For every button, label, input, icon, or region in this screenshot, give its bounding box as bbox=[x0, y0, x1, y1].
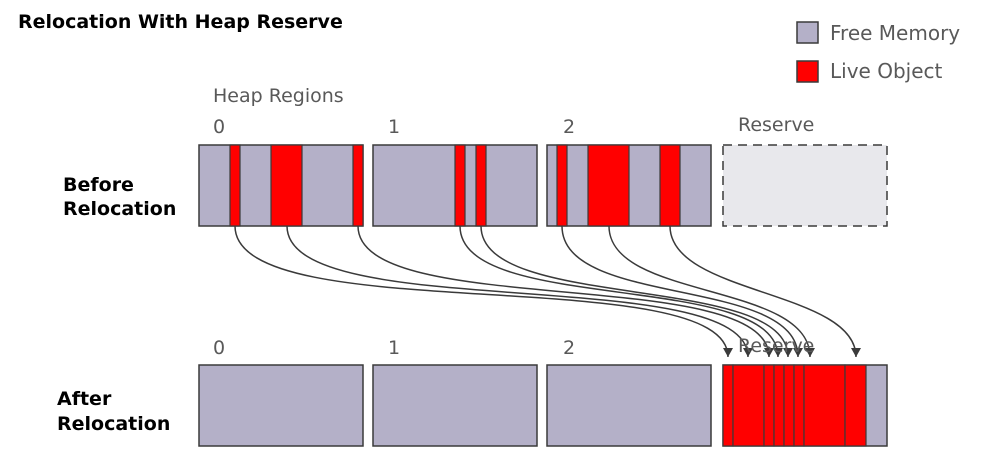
live-object bbox=[763, 364, 775, 447]
relocation-arrow bbox=[234, 225, 733, 358]
row-label-before-line1: Before bbox=[63, 174, 134, 196]
live-object bbox=[352, 144, 364, 227]
heap-regions-label: Heap Regions bbox=[213, 85, 344, 107]
region-number-0-before: 0 bbox=[213, 116, 225, 138]
region-number-1-before: 1 bbox=[388, 116, 400, 138]
heap-region-1-after bbox=[372, 364, 538, 447]
live-object bbox=[556, 144, 568, 227]
live-object bbox=[783, 364, 795, 447]
live-object bbox=[475, 144, 487, 227]
row-label-after-line1: After bbox=[57, 388, 112, 410]
relocation-arrow bbox=[480, 225, 793, 358]
relocation-arrow bbox=[357, 225, 774, 358]
live-object bbox=[722, 364, 734, 447]
heap-region-2-before bbox=[546, 144, 712, 227]
live-object bbox=[229, 144, 241, 227]
legend-swatch-live-object bbox=[796, 60, 819, 83]
row-label-before-line2: Relocation bbox=[63, 198, 176, 220]
heap-region-1-before bbox=[372, 144, 538, 227]
region-number-1-after: 1 bbox=[388, 337, 400, 359]
region-number-0-after: 0 bbox=[213, 337, 225, 359]
live-object bbox=[793, 364, 805, 447]
reserve-region-after bbox=[722, 364, 888, 447]
relocation-arrow bbox=[669, 225, 861, 358]
heap-region-2-after bbox=[546, 364, 712, 447]
row-label-after-line2: Relocation bbox=[57, 413, 170, 435]
reserve-region-before bbox=[722, 144, 888, 227]
live-object bbox=[454, 144, 466, 227]
relocation-arrow bbox=[608, 225, 815, 358]
relocation-arrow bbox=[286, 225, 753, 358]
heap-region-0-after bbox=[198, 364, 364, 447]
heap-region-0-before bbox=[198, 144, 364, 227]
region-number-2-before: 2 bbox=[563, 116, 575, 138]
relocation-arrows bbox=[234, 225, 861, 358]
legend-label-live-object: Live Object bbox=[830, 59, 942, 83]
region-number-2-after: 2 bbox=[563, 337, 575, 359]
live-object bbox=[587, 144, 630, 227]
reserve-label-after: Reserve bbox=[738, 335, 814, 357]
reserve-label-before: Reserve bbox=[738, 114, 814, 136]
live-object bbox=[803, 364, 846, 447]
diagram-title: Relocation With Heap Reserve bbox=[18, 11, 343, 33]
live-object bbox=[773, 364, 785, 447]
legend-label-free-memory: Free Memory bbox=[830, 21, 960, 45]
legend: Free Memory Live Object bbox=[796, 21, 960, 83]
relocation-arrow bbox=[459, 225, 783, 358]
live-object bbox=[732, 364, 765, 447]
live-object bbox=[844, 364, 867, 447]
live-object bbox=[270, 144, 303, 227]
live-object bbox=[659, 144, 681, 227]
legend-swatch-free-memory bbox=[796, 21, 819, 44]
relocation-arrow bbox=[561, 225, 803, 358]
